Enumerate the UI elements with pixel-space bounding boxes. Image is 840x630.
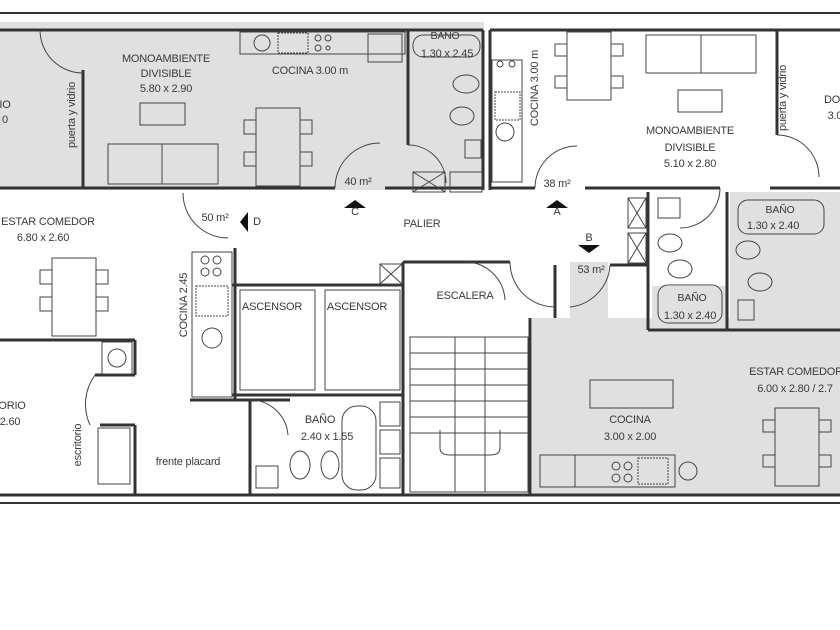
room-size-partial: 0	[2, 114, 8, 126]
door-swings	[39, 29, 820, 436]
bath-shade-2	[652, 286, 728, 326]
glass-door-label: puerta y vidrio	[66, 81, 78, 149]
kitchen-label: COCINA 2.45	[178, 272, 190, 338]
unit-area: 38 m²	[543, 178, 571, 190]
closet-label: frente placard	[155, 456, 221, 468]
walls	[0, 28, 840, 497]
bath-label: BAÑO	[765, 204, 795, 216]
bath-size: 2.40 x 1.55	[300, 431, 354, 443]
bedroom-size: 2.60	[0, 416, 21, 428]
glass-door-label: puerta y vidrio	[777, 64, 789, 132]
room-label: MONOAMBIENTE	[121, 53, 211, 65]
kitchen-label: COCINA	[609, 414, 651, 426]
unit-letter: D	[253, 216, 261, 228]
bath-size: 1.30 x 2.40	[663, 310, 717, 322]
living-size: 6.00 x 2.80 / 2.7	[757, 383, 833, 395]
room-size: 5.10 x 2.80	[663, 158, 717, 170]
bedroom-label: ORIO	[0, 400, 26, 412]
bath-label: BAÑO	[677, 292, 707, 304]
bath-size: 1.30 x 2.45	[420, 48, 474, 60]
bath-size: 1.30 x 2.40	[746, 220, 800, 232]
bath-shade	[730, 192, 840, 328]
room-size-partial: 3.0	[827, 110, 840, 122]
living-label: ESTAR COMEDOR	[749, 366, 840, 378]
unit-b-shade	[532, 318, 840, 496]
kitchen-label: COCINA 3.00 m	[271, 65, 349, 77]
unit-letter: C	[351, 206, 359, 218]
arrow-up-icon	[546, 200, 568, 208]
arrow-down-icon	[578, 245, 600, 253]
fixtures	[39, 31, 832, 493]
unit-area: 40 m²	[344, 176, 372, 188]
kitchen-size: 3.00 x 2.00	[603, 431, 657, 443]
desk-label: escritorio	[72, 423, 84, 467]
room-label-partial: IO	[0, 99, 11, 111]
unit-letter: B	[585, 232, 593, 244]
unit-area: 53 m²	[577, 264, 605, 276]
room-label-partial: DO	[823, 94, 840, 106]
unit-markers	[240, 200, 600, 253]
room-label: MONOAMBIENTE	[645, 125, 735, 137]
bath-label: BAÑO	[430, 30, 460, 42]
living-label: ESTAR COMEDOR	[1, 216, 95, 228]
living-size: 6.80 x 2.60	[16, 232, 70, 244]
arrow-left-icon	[240, 212, 248, 232]
arrow-up-icon	[344, 200, 366, 208]
unit-area: 50 m²	[201, 212, 229, 224]
unit-b-shade-upper	[570, 262, 608, 322]
unit-d-shade	[0, 22, 484, 190]
kitchen-label: COCINA 3.00 m	[529, 49, 541, 127]
landing-label: PALIER	[403, 218, 441, 230]
elevator-label: ASCENSOR	[326, 301, 388, 313]
unit-letter: A	[553, 206, 561, 218]
room-size: 5.80 x 2.90	[139, 83, 193, 95]
room-label: DIVISIBLE	[140, 68, 192, 80]
stairs-label: ESCALERA	[436, 290, 494, 302]
elevator-label: ASCENSOR	[241, 301, 303, 313]
bath-label: BAÑO	[304, 414, 336, 426]
room-label: DIVISIBLE	[664, 142, 716, 154]
